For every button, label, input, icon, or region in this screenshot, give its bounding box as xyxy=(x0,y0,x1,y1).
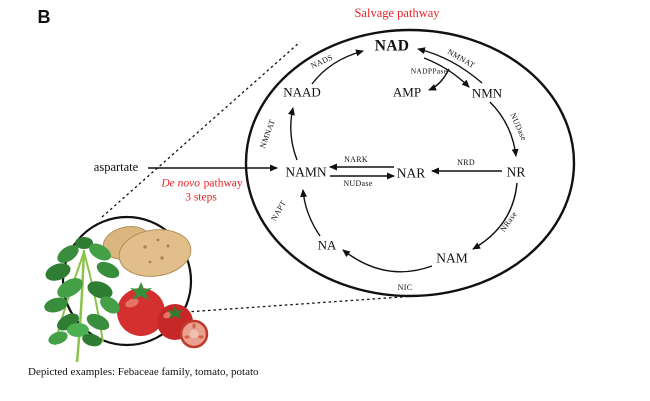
arrow-nad-to-amp xyxy=(428,68,450,91)
metabolite-amp: AMP xyxy=(392,84,422,100)
pathway-arrows xyxy=(148,47,519,273)
enzyme-nadppase: NADPPase xyxy=(410,66,448,76)
metabolite-nr: NR xyxy=(506,164,526,180)
arrow-na-to-namn xyxy=(300,189,321,237)
arrow-nam-to-na xyxy=(342,249,433,273)
metabolite-nam: NAM xyxy=(436,250,468,266)
salvage-pathway-title: Salvage pathway xyxy=(354,5,440,20)
callout-dotted-line-bottom xyxy=(185,294,431,313)
arrow-namn-to-naad xyxy=(288,107,298,161)
figure-caption: Depicted examples: Febaceae family, toma… xyxy=(28,366,259,378)
metabolite-na: NA xyxy=(317,237,337,253)
metabolite-nad: NAD xyxy=(374,37,410,55)
enzyme-nark: NARK xyxy=(344,155,368,164)
enzyme-nrd: NRD xyxy=(457,158,475,167)
panel-label: B xyxy=(37,7,51,27)
arrow-naad-to-nad xyxy=(311,49,364,85)
aspartate-label: aspartate xyxy=(93,159,139,174)
salvage-cycle-circle xyxy=(244,28,576,298)
enzyme-nic: NIC xyxy=(397,283,413,292)
tomato-illustration xyxy=(117,282,209,349)
arrow-nr-to-nam xyxy=(472,182,518,250)
de-novo-rest: pathway xyxy=(203,177,243,190)
de-novo-steps-label: 3 steps xyxy=(185,191,217,204)
metabolite-nmn: NMN xyxy=(471,85,503,101)
arrow-nmn-to-nr xyxy=(489,101,519,157)
metabolite-nar: NAR xyxy=(396,165,426,181)
de-novo-italic: De novo xyxy=(161,177,200,190)
callout-dotted-line-top xyxy=(101,41,301,218)
specimen-circle xyxy=(61,215,193,347)
enzyme-nudase-mid: NUDase xyxy=(343,179,373,188)
metabolite-namn: NAMN xyxy=(285,164,327,180)
arrow-nmn-to-nad xyxy=(417,47,483,84)
plant-illustration xyxy=(44,237,120,363)
metabolite-naad: NAAD xyxy=(283,84,321,100)
